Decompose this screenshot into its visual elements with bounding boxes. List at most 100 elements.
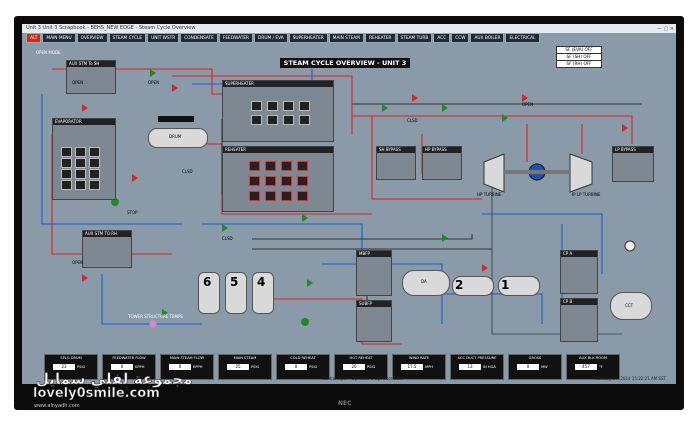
window-title-bar: Unit 3 Unit 3 Scrapbook - BEHS_NEW EDGE … [22,24,676,33]
readout-unit: MPH [425,365,433,369]
aux-stm-sh-panel[interactable]: AUX STM To SH [66,60,116,94]
nav-tab[interactable]: OVERVIEW [76,33,108,43]
nav-tab[interactable]: MAIN MENU [42,33,76,43]
temp-cell [265,176,276,186]
cpa-title: CP A [561,251,597,257]
readout-value: 23 [53,364,75,370]
reheater-title: REHEATER [223,147,333,153]
nav-tab[interactable]: UNIT WSTR [147,33,180,43]
temp-cell [249,191,260,201]
temp-cell [297,176,308,186]
water-line [482,213,603,274]
aux-stm-rh-panel[interactable]: AUX STM TO RH [82,230,132,268]
evaporator-panel[interactable]: EVAPORATOR [52,118,116,200]
cpb-panel[interactable]: CP B [560,298,598,342]
nav-tab[interactable]: ALT [26,33,42,43]
nav-tab[interactable]: MAIN STEAM [328,33,364,43]
drum-vessel[interactable]: DRUM [148,128,208,148]
valve-state: OPEN [72,260,84,265]
readout-value: 13 [459,364,481,370]
condensate-tank-2[interactable]: 2 [452,276,494,296]
temp-cell [283,101,294,111]
nav-tab[interactable]: SUPERHEATER [288,33,328,43]
temp-cell [299,101,310,111]
nav-tab[interactable]: ELECTRICAL [505,33,540,43]
readout-title: HOT REHEAT [349,356,373,360]
temp-cell [251,101,262,111]
temp-cell [283,115,294,125]
water-line [101,274,202,325]
valve-icon [82,274,88,282]
nav-tab[interactable]: CONDENSATE [180,33,218,43]
condensate-tank-1[interactable]: 1 [498,276,540,296]
nav-tab[interactable]: STEAM CYCLE [108,33,147,43]
window-controls[interactable]: — ▢ ✕ [656,26,674,32]
readout-value: 0 [285,364,307,370]
readout-unit: °F [599,365,603,369]
readout-unit: KPPH [193,365,203,369]
acc-cell-5[interactable]: 5 [225,272,247,314]
readout-unit: IN HGA [483,365,496,369]
readout-value: 17.5 [401,364,423,370]
valve-icon [522,94,528,102]
nav-tab[interactable]: DRUM / EVA [254,33,288,43]
readout-title: GROSS [528,356,542,360]
readout-unit: PSIG [309,365,318,369]
acc-cell-4[interactable]: 4 [252,272,274,314]
temp-cell [299,115,310,125]
reheater-panel[interactable]: REHEATER [222,146,334,212]
nav-tab[interactable]: CCW [451,33,470,43]
readout-title: MAIN STEAM [233,356,257,360]
readout-value: 20 [343,364,365,370]
tower-temps-label: TOWER STRUCTURE TEMPS [128,314,183,319]
sh-bypass-panel[interactable]: SH BYPASS [376,146,416,180]
valve-icon [150,69,156,77]
nav-tab[interactable]: AUX BOILER [470,33,505,43]
deaerator-tank[interactable]: DA [402,270,450,296]
temp-cell [267,101,278,111]
monitor-brand: NEC [338,400,352,407]
acc-cell-6[interactable]: 6 [198,272,220,314]
lp-bypass-panel[interactable]: LP BYPASS [612,146,654,182]
valve-icon [502,114,508,122]
mbfp-panel[interactable]: MBFP [356,250,392,296]
valve-icon [132,174,138,182]
readout-value: 0 [169,364,191,370]
superheater-panel[interactable]: SUPERHEATER [222,80,334,142]
water-line [41,94,182,225]
cpa-panel[interactable]: CP A [560,250,598,294]
sbfp-panel[interactable]: SUBFP [356,300,392,342]
temp-cell [265,191,276,201]
temp-cell [281,176,292,186]
cct-tank[interactable]: CCT [610,292,652,320]
mbfp-title: MBFP [357,251,391,257]
hp-turbine-icon [483,153,505,193]
temp-cell [281,161,292,171]
valve-icon [622,124,628,132]
cell-number: 1 [501,278,510,292]
valve-icon [302,214,308,222]
readout-title: COLD REHEAT [290,356,316,360]
superheater-title: SUPERHEATER [223,81,333,87]
watermark-arabic: مجموعة لفلي سمايل [36,370,193,389]
readout-title: MAIN STEAM FLOW [169,356,205,360]
evaporator-title: EVAPORATOR [53,119,115,125]
pump-icon [624,240,636,252]
readout-value: 0 [517,364,539,370]
valve-icon [172,84,178,92]
hp-bypass-panel[interactable]: HP BYPASS [422,146,462,180]
nav-tab[interactable]: ACC [433,33,451,43]
nav-tab[interactable]: FEEDWATER [218,33,254,43]
nav-tab[interactable]: REHEATER [364,33,396,43]
temp-cell [251,115,262,125]
iplp-turbine-icon [569,153,593,193]
nav-tab[interactable]: STEAM TURB [396,33,433,43]
steam-line [172,75,353,134]
steam-line [352,115,633,144]
open-mode-label: OPEN MODE [36,50,61,55]
